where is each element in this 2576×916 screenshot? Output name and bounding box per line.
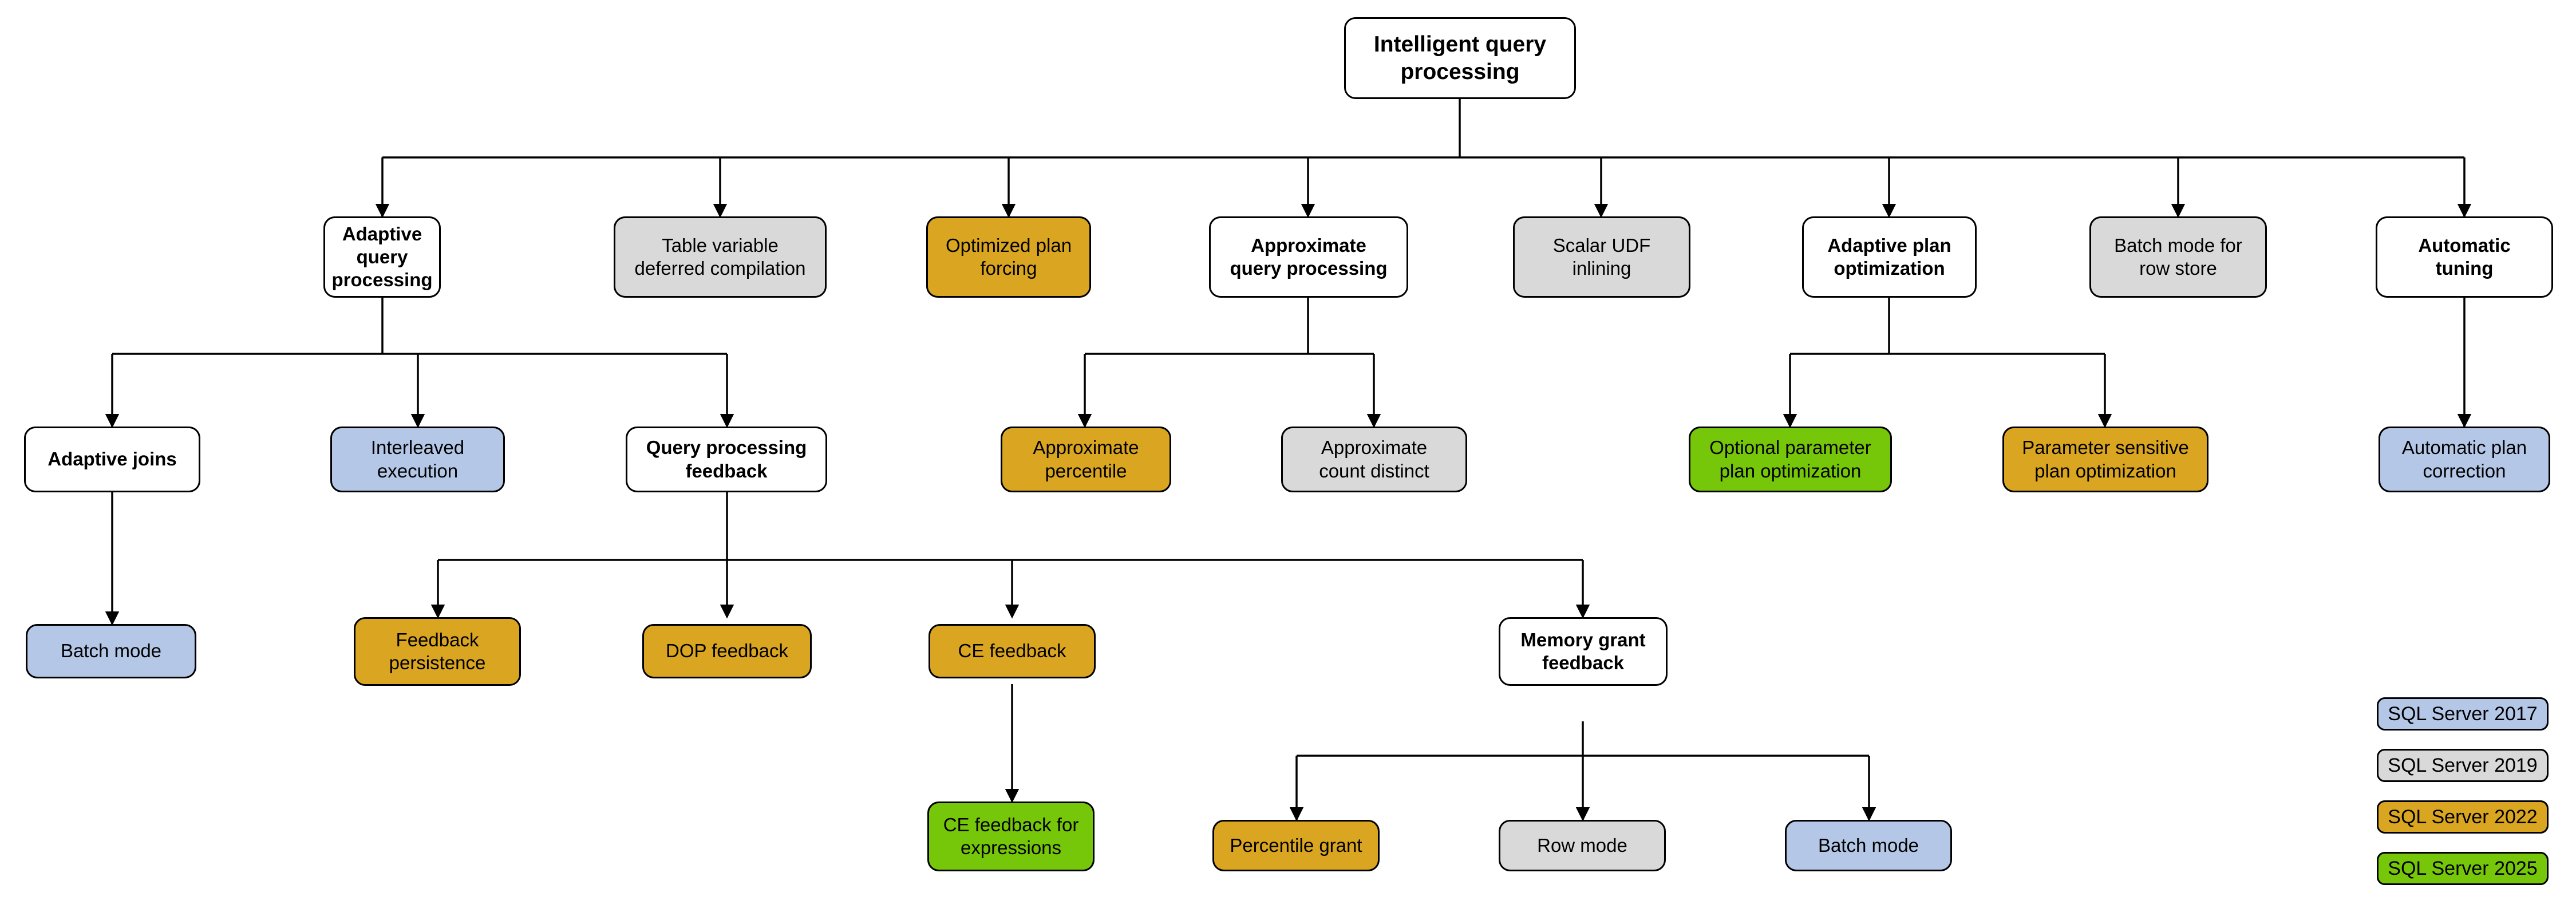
legend-item-sql-server-2025[interactable]: SQL Server 2025: [2377, 852, 2549, 885]
node-batch-mode-for-row-store[interactable]: Batch mode for row store: [2089, 216, 2267, 298]
node-label: Optimized plan forcing: [945, 234, 1072, 279]
node-optimized-plan-forcing[interactable]: Optimized plan forcing: [926, 216, 1091, 298]
node-batch-mode-adaptive-joins[interactable]: Batch mode: [26, 624, 196, 678]
node-label: Parameter sensitive plan optimization: [2022, 437, 2189, 481]
node-approximate-count-distinct[interactable]: Approximate count distinct: [1281, 427, 1467, 492]
node-label: CE feedback for expressions: [943, 814, 1079, 858]
node-automatic-tuning[interactable]: Automatic tuning: [2376, 216, 2553, 298]
node-label: CE feedback: [958, 640, 1066, 662]
node-label: DOP feedback: [665, 640, 789, 662]
node-memory-grant-feedback[interactable]: Memory grant feedback: [1499, 617, 1668, 686]
node-ce-feedback[interactable]: CE feedback: [929, 624, 1096, 678]
node-adaptive-query-processing[interactable]: Adaptive query processing: [323, 216, 441, 298]
node-label: Optional parameter plan optimization: [1709, 437, 1871, 481]
legend-item-sql-server-2022[interactable]: SQL Server 2022: [2377, 800, 2549, 834]
node-automatic-plan-correction[interactable]: Automatic plan correction: [2379, 427, 2550, 492]
node-parameter-sensitive-plan-optimization[interactable]: Parameter sensitive plan optimization: [2002, 427, 2208, 492]
node-label: Adaptive joins: [48, 448, 177, 470]
node-label: Adaptive plan optimization: [1827, 234, 1951, 279]
node-batch-mode-memory-grant[interactable]: Batch mode: [1785, 820, 1952, 871]
node-adaptive-joins[interactable]: Adaptive joins: [24, 427, 200, 492]
node-row-mode[interactable]: Row mode: [1499, 820, 1666, 871]
node-label: Batch mode: [60, 640, 162, 662]
node-approximate-percentile[interactable]: Approximate percentile: [1001, 427, 1171, 492]
node-optional-parameter-plan-optimization[interactable]: Optional parameter plan optimization: [1689, 427, 1892, 492]
node-label: Intelligent query processing: [1373, 31, 1547, 84]
node-feedback-persistence[interactable]: Feedback persistence: [354, 617, 521, 686]
legend-label: SQL Server 2022: [2388, 806, 2538, 828]
node-label: Approximate query processing: [1230, 234, 1388, 279]
node-label: Percentile grant: [1230, 834, 1362, 856]
node-label: Approximate percentile: [1033, 437, 1139, 481]
node-label: Approximate count distinct: [1319, 437, 1429, 481]
node-label: Scalar UDF inlining: [1552, 234, 1651, 279]
legend-label: SQL Server 2025: [2388, 857, 2538, 879]
node-label: Batch mode: [1818, 834, 1919, 856]
node-dop-feedback[interactable]: DOP feedback: [642, 624, 812, 678]
legend-item-sql-server-2019[interactable]: SQL Server 2019: [2377, 749, 2549, 782]
node-label: Interleaved execution: [370, 437, 465, 481]
node-ce-feedback-for-expressions[interactable]: CE feedback for expressions: [927, 802, 1095, 871]
legend-label: SQL Server 2019: [2388, 754, 2538, 776]
node-label: Batch mode for row store: [2114, 234, 2242, 279]
node-label: Row mode: [1537, 834, 1627, 856]
node-label: Adaptive query processing: [331, 223, 433, 291]
node-label: Feedback persistence: [389, 629, 486, 673]
node-label: Memory grant feedback: [1520, 629, 1646, 673]
node-label: Table variable deferred compilation: [634, 234, 806, 279]
node-approximate-query-processing[interactable]: Approximate query processing: [1209, 216, 1408, 298]
node-interleaved-execution[interactable]: Interleaved execution: [330, 427, 505, 492]
node-label: Query processing feedback: [646, 437, 807, 481]
node-root[interactable]: Intelligent query processing: [1344, 17, 1576, 99]
node-label: Automatic tuning: [2418, 234, 2511, 279]
node-adaptive-plan-optimization[interactable]: Adaptive plan optimization: [1802, 216, 1977, 298]
node-query-processing-feedback[interactable]: Query processing feedback: [626, 427, 827, 492]
legend-label: SQL Server 2017: [2388, 702, 2538, 725]
node-scalar-udf-inlining[interactable]: Scalar UDF inlining: [1513, 216, 1690, 298]
node-percentile-grant[interactable]: Percentile grant: [1212, 820, 1380, 871]
node-label: Automatic plan correction: [2401, 437, 2527, 481]
node-table-variable-deferred-compilation[interactable]: Table variable deferred compilation: [614, 216, 827, 298]
legend-item-sql-server-2017[interactable]: SQL Server 2017: [2377, 697, 2549, 731]
